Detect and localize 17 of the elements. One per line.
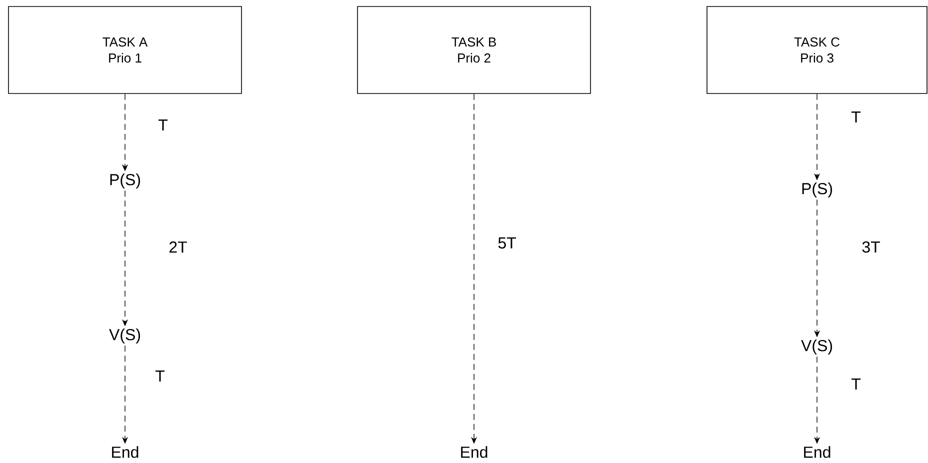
flow-step-label: P(S) — [802, 182, 832, 198]
edge-label: 2T — [168, 240, 188, 254]
edge-label: T — [850, 378, 862, 390]
flow-step-label: End — [112, 446, 138, 458]
task-box: TASK A Prio 1 — [8, 6, 242, 94]
task-box: TASK C Prio 3 — [706, 6, 928, 94]
flow-step-label: End — [461, 446, 488, 458]
edge-label: T — [154, 370, 166, 382]
flow-step-label: V(S) — [801, 340, 832, 354]
edge-label: T — [850, 110, 862, 124]
edge-label: T — [157, 118, 169, 132]
task-box: TASK B Prio 2 — [357, 6, 591, 94]
edge-label: 3T — [860, 240, 882, 254]
flow-step-label: P(S) — [110, 174, 140, 188]
flow-step-label: End — [804, 446, 830, 458]
flow-step-label: V(S) — [109, 328, 140, 344]
edge-label: 5T — [496, 236, 518, 250]
